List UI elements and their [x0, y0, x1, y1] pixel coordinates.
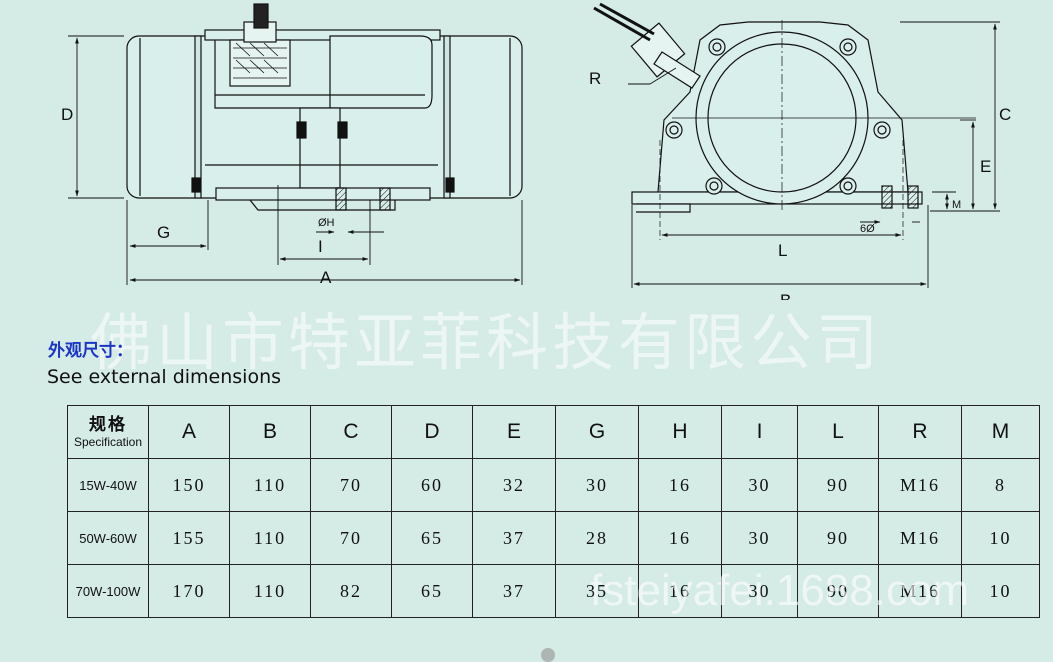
table-cell: 37	[472, 564, 556, 618]
table-cell: 35	[555, 564, 639, 618]
table-cell: M16	[878, 458, 962, 512]
table-cell: 150	[148, 458, 230, 512]
table-cell: 8	[961, 458, 1040, 512]
column-header: R	[878, 405, 962, 459]
column-header: L	[797, 405, 879, 459]
label-g: G	[157, 223, 170, 242]
table-cell: 170	[148, 564, 230, 618]
column-header: D	[391, 405, 473, 459]
column-header: M	[961, 405, 1040, 459]
table-cell: 65	[391, 511, 473, 565]
dimension-drawings: D G ØH I A	[61, 2, 1011, 300]
table-cell: 90	[797, 511, 879, 565]
table-cell: 10	[961, 511, 1040, 565]
table-row: 50W-60W 155 110 70 65 37 28 16 30 90 M16…	[67, 511, 1040, 565]
table-cell: 16	[638, 564, 722, 618]
label-l: L	[778, 241, 787, 260]
spec-corner-cn: 规格	[89, 415, 127, 434]
table-cell: M16	[878, 511, 962, 565]
table-cell: 30	[555, 458, 639, 512]
label-b: B	[780, 291, 791, 300]
table-cell: 60	[391, 458, 473, 512]
table-cell: 90	[797, 564, 879, 618]
label-i: I	[318, 237, 323, 256]
table-row: 70W-100W 170 110 82 65 37 35 16 30 90 M1…	[67, 564, 1040, 618]
label-h: ØH	[318, 217, 335, 229]
heading-english: See external dimensions	[47, 366, 282, 388]
table-cell: 110	[229, 511, 311, 565]
table-cell: 32	[472, 458, 556, 512]
table-cell: 65	[391, 564, 473, 618]
column-header: B	[229, 405, 311, 459]
table-header-row: 规格 Specification A B C D E G H I L R M	[67, 405, 1040, 459]
column-header: H	[638, 405, 722, 459]
column-header: C	[310, 405, 392, 459]
spec-table: 规格 Specification A B C D E G H I L R M 1…	[67, 405, 1040, 618]
table-cell: 37	[472, 511, 556, 565]
label-a: A	[320, 268, 332, 287]
column-header: A	[148, 405, 230, 459]
spec-corner-en: Specification	[73, 435, 143, 449]
front-view: D G ØH I A	[61, 3, 523, 287]
label-c: C	[999, 105, 1011, 124]
row-spec: 50W-60W	[67, 511, 149, 565]
table-cell: 90	[797, 458, 879, 512]
table-cell: 30	[721, 564, 798, 618]
table-cell: 110	[229, 564, 311, 618]
column-header: G	[555, 405, 639, 459]
table-cell: 110	[229, 458, 311, 512]
scroll-indicator[interactable]	[541, 648, 555, 662]
table-cell: 16	[638, 458, 722, 512]
table-cell: 155	[148, 511, 230, 565]
label-d: D	[61, 105, 73, 124]
heading-chinese: 外观尺寸：	[48, 341, 133, 361]
label-e: E	[980, 157, 991, 176]
row-spec: 15W-40W	[67, 458, 149, 512]
table-row: 15W-40W 150 110 70 60 32 30 16 30 90 M16…	[67, 458, 1040, 512]
side-view: R C E M 6Ø L B	[589, 2, 1011, 300]
table-cell: 70	[310, 458, 392, 512]
table-cell: 10	[961, 564, 1040, 618]
table-cell: 16	[638, 511, 722, 565]
column-header: E	[472, 405, 556, 459]
row-spec: 70W-100W	[67, 564, 149, 618]
table-cell: 70	[310, 511, 392, 565]
table-cell: M16	[878, 564, 962, 618]
label-r: R	[589, 69, 601, 88]
spec-corner-cell: 规格 Specification	[67, 405, 149, 459]
table-cell: 82	[310, 564, 392, 618]
table-cell: 30	[721, 458, 798, 512]
label-m: M	[952, 199, 961, 211]
column-header: I	[721, 405, 798, 459]
table-cell: 30	[721, 511, 798, 565]
table-cell: 28	[555, 511, 639, 565]
label-hole: 6Ø	[860, 223, 875, 235]
